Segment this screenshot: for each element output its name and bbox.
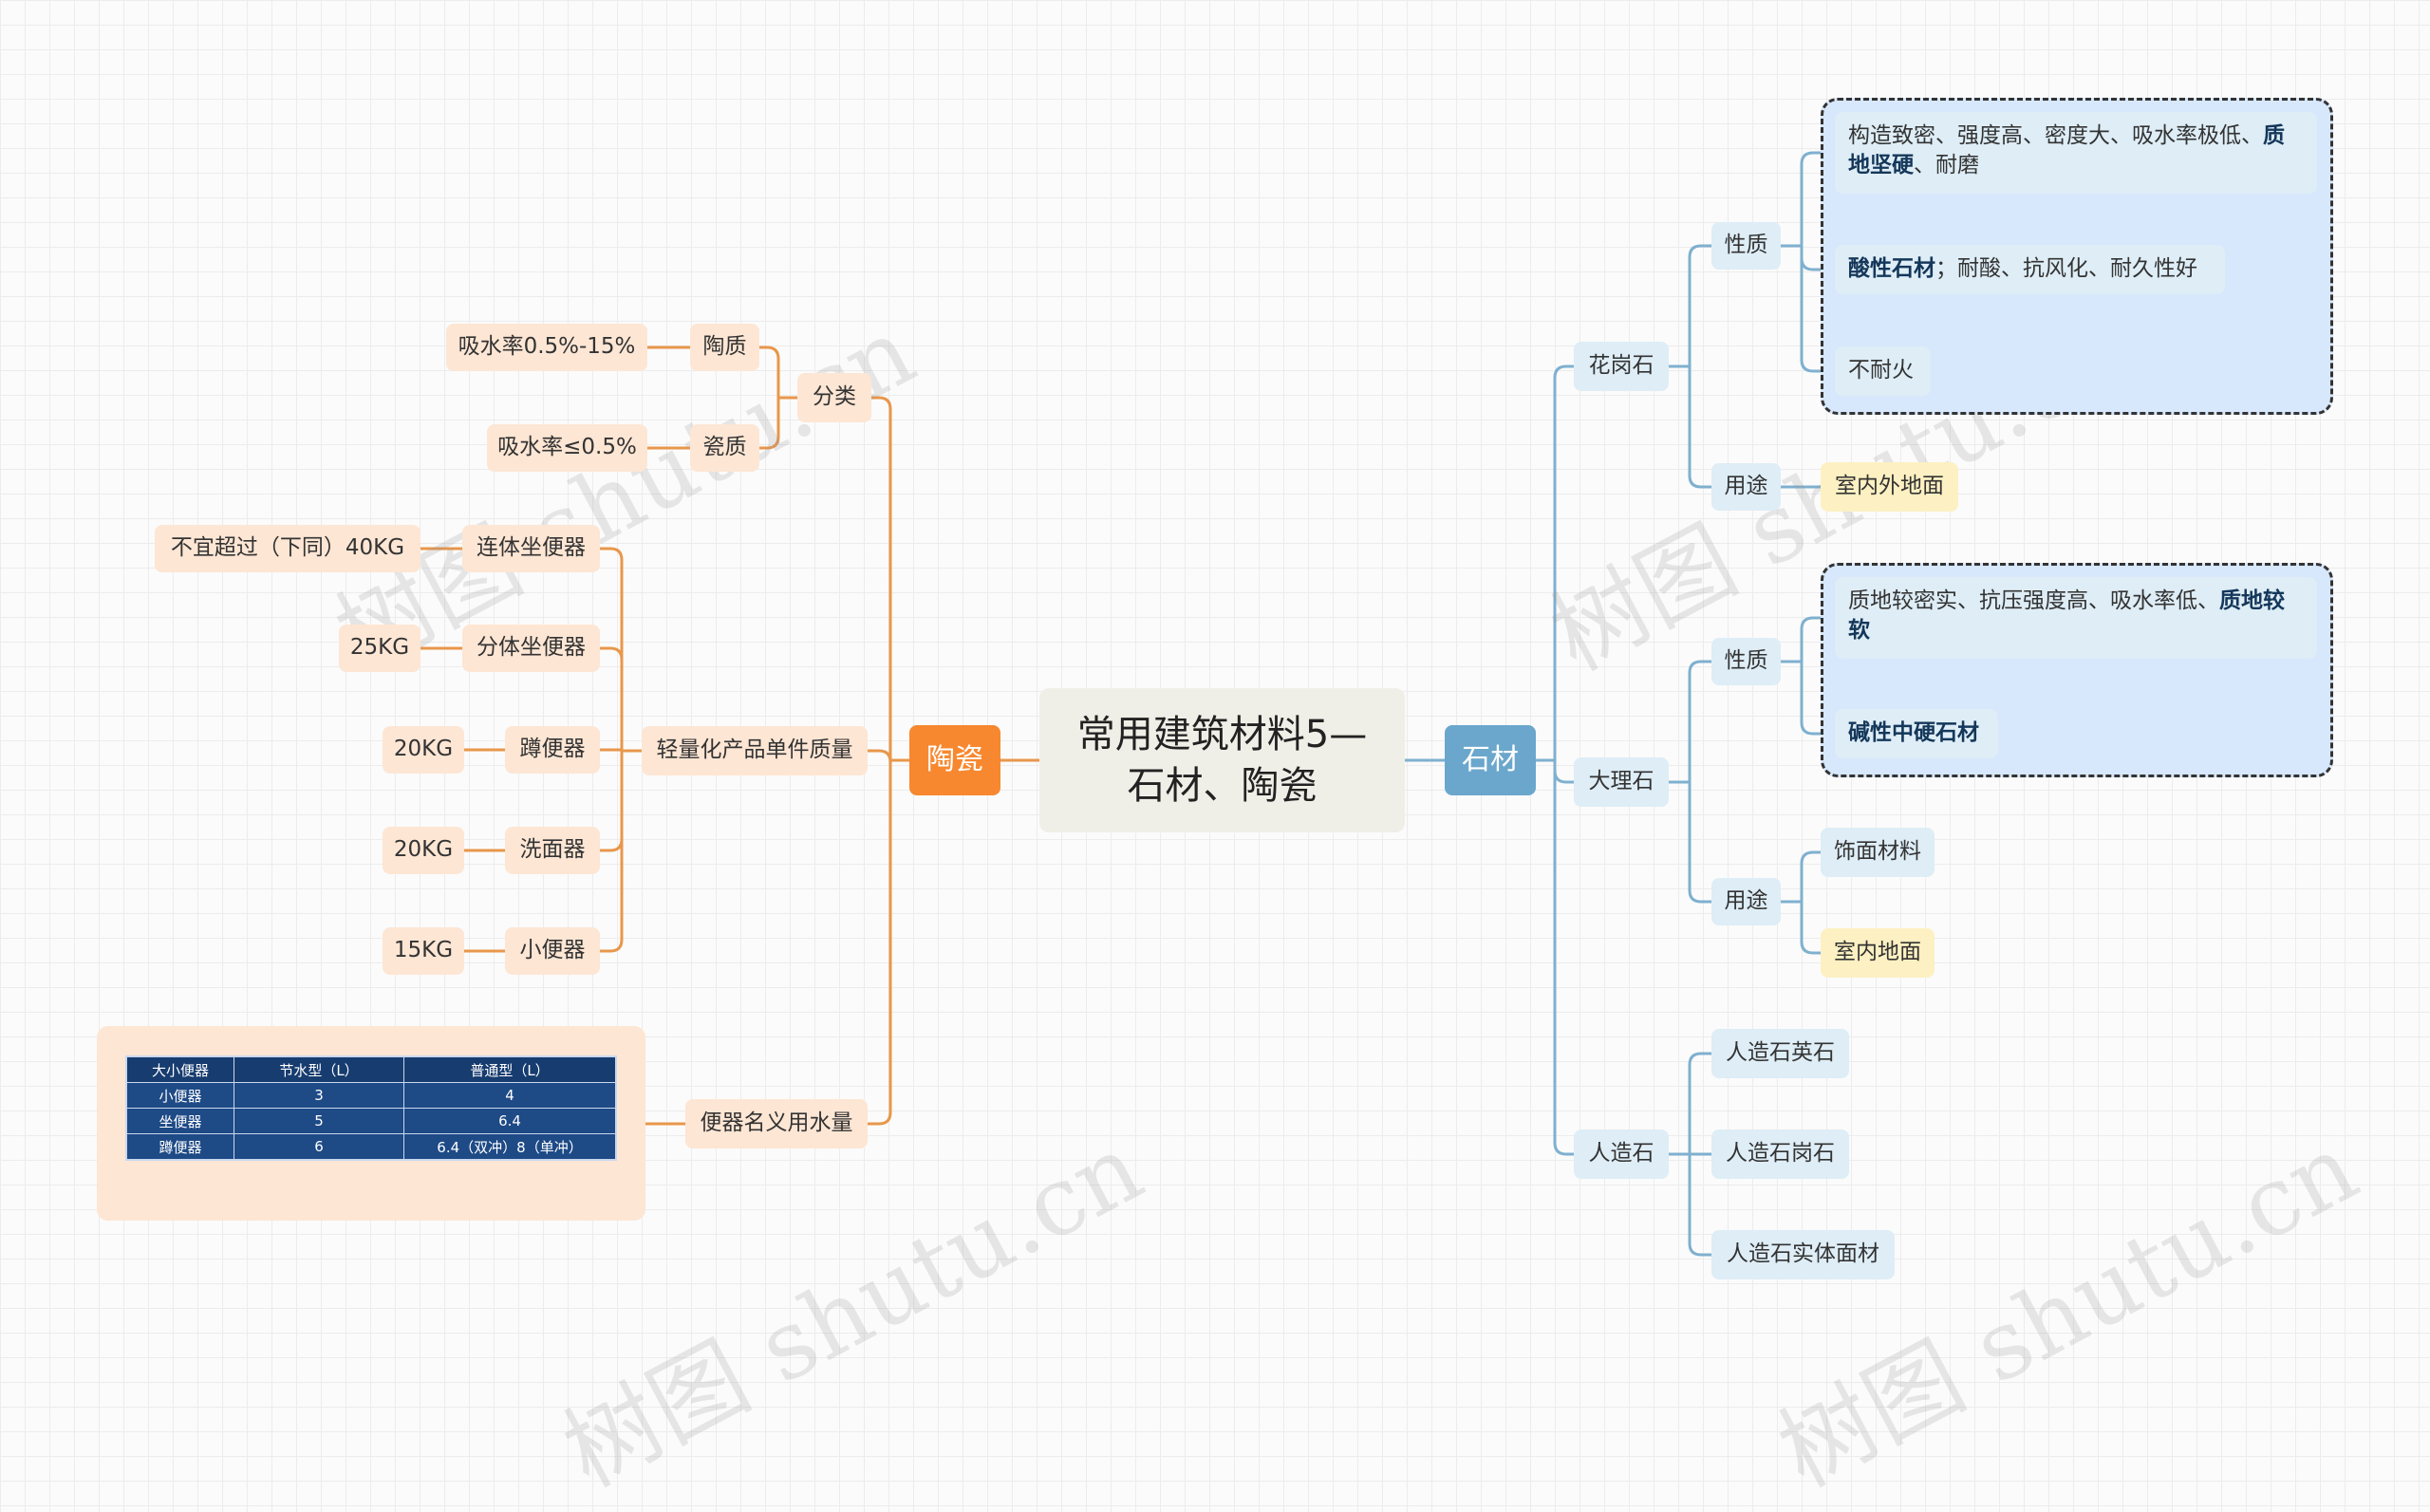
root-title-line1: 常用建筑材料5— [1076, 713, 1368, 756]
node-marble-property-2[interactable]: 碱性中硬石材 [1835, 709, 1998, 758]
connector [868, 396, 892, 760]
connector [600, 751, 624, 953]
bold-text: 碱性中硬石材 [1848, 720, 1979, 746]
node-pottery[interactable]: 陶质 [690, 324, 759, 371]
connector [1800, 151, 1835, 246]
node-granite[interactable]: 花岗石 [1574, 342, 1669, 391]
text-part: 、耐磨 [1914, 153, 1979, 178]
table-cell: 小便器 [125, 1082, 234, 1109]
table-cell: 6.4（双冲）8（单冲） [403, 1133, 617, 1161]
table-cell: 6.4 [403, 1108, 617, 1134]
table-cell: 坐便器 [125, 1108, 234, 1134]
node-artificial-item[interactable]: 人造石岗石 [1711, 1129, 1849, 1179]
branch-ceramics[interactable]: 陶瓷 [909, 725, 1000, 795]
node-marble-property[interactable]: 性质 [1711, 638, 1781, 685]
node-weight-item[interactable]: 蹲便器 [505, 726, 600, 774]
connector [759, 398, 780, 450]
connector [600, 547, 624, 751]
node-marble[interactable]: 大理石 [1574, 757, 1669, 807]
node-pottery-detail[interactable]: 吸水率0.5%-15% [446, 324, 647, 371]
connector [759, 345, 780, 398]
connector [868, 760, 892, 1126]
table-row: 小便器 3 4 [125, 1082, 617, 1109]
node-granite-property-1[interactable]: 构造致密、强度高、密度大、吸水率极低、质地坚硬、耐磨 [1835, 112, 2317, 194]
node-porcelain-detail[interactable]: 吸水率≤0.5% [487, 424, 647, 472]
text-part: ；耐酸、抗风化、耐久性好 [1935, 256, 2197, 282]
node-weight-detail[interactable]: 20KG [383, 726, 464, 774]
connector [1553, 364, 1574, 760]
connector [1800, 616, 1835, 662]
node-granite-use[interactable]: 用途 [1711, 463, 1781, 511]
node-marble-property-1[interactable]: 质地较密实、抗压强度高、吸水率低、质地较软 [1835, 577, 2317, 659]
table-row: 坐便器 5 6.4 [125, 1108, 617, 1134]
node-weight-item[interactable]: 小便器 [505, 927, 600, 975]
node-porcelain[interactable]: 瓷质 [690, 424, 759, 472]
connector [1688, 244, 1711, 366]
table-cell: 6 [234, 1133, 404, 1161]
connector [1553, 760, 1574, 1156]
node-artificial-item[interactable]: 人造石英石 [1711, 1029, 1849, 1078]
node-weight-detail[interactable]: 20KG [383, 827, 464, 874]
connector [1688, 1154, 1711, 1257]
connector [1800, 902, 1821, 955]
connector [1688, 782, 1711, 904]
bold-text: 质地较软 [1848, 588, 2285, 644]
connector [600, 646, 624, 751]
table-cell: 5 [234, 1108, 404, 1134]
connector [1800, 850, 1821, 902]
node-water-usage[interactable]: 便器名义用水量 [685, 1099, 868, 1148]
connector [1688, 660, 1711, 782]
node-weight-item[interactable]: 连体坐便器 [462, 525, 600, 572]
node-weight-item[interactable]: 分体坐便器 [462, 625, 600, 672]
node-granite-property[interactable]: 性质 [1711, 222, 1781, 270]
connector-lines [421, 151, 1835, 1257]
text-part: 质地较密实、抗压强度高、吸水率低、 [1848, 588, 2219, 613]
node-classification[interactable]: 分类 [797, 373, 871, 422]
table-row: 蹲便器 6 6.4（双冲）8（单冲） [125, 1133, 617, 1161]
node-weight-detail[interactable]: 不宜超过（下同）40KG [155, 525, 421, 572]
node-weight-detail[interactable]: 15KG [383, 927, 464, 975]
node-marble-use-item[interactable]: 室内地面 [1821, 928, 1935, 978]
connector [1800, 662, 1835, 736]
connector [1688, 1052, 1711, 1154]
bold-text: 酸性石材 [1848, 256, 1935, 282]
bold-text: 质地坚硬 [1848, 123, 2285, 178]
table-header-cell: 普通型（L） [403, 1055, 617, 1083]
text: 质地较密实、抗压强度高、吸水率低、质地较软 [1848, 587, 2304, 645]
connector [1553, 760, 1574, 784]
mind-map-canvas: 树图 shutu.cn 树图 shutu.cn 树图 shutu.cn 树图 s… [97, 98, 2374, 1508]
table-cell: 4 [403, 1082, 617, 1109]
branch-stone[interactable]: 石材 [1445, 725, 1536, 795]
table-cell: 蹲便器 [125, 1133, 234, 1161]
node-granite-property-3[interactable]: 不耐火 [1835, 346, 1931, 396]
table-header-cell: 节水型（L） [234, 1055, 404, 1083]
node-marble-use[interactable]: 用途 [1711, 878, 1781, 925]
table-header-cell: 大小便器 [125, 1055, 234, 1083]
table-header-row: 大小便器 节水型（L） 普通型（L） [125, 1055, 617, 1083]
text: 构造致密、强度高、密度大、吸水率极低、质地坚硬、耐磨 [1848, 121, 2304, 180]
node-artificial-stone[interactable]: 人造石 [1574, 1129, 1669, 1179]
node-weight-item[interactable]: 洗面器 [505, 827, 600, 874]
node-granite-property-2[interactable]: 酸性石材；耐酸、抗风化、耐久性好 [1835, 245, 2225, 294]
node-weight-detail[interactable]: 25KG [339, 625, 421, 672]
connector [1800, 246, 1835, 373]
root-title-line2: 石材、陶瓷 [1127, 764, 1318, 808]
node-weight[interactable]: 轻量化产品单件质量 [642, 726, 868, 775]
table-cell: 3 [234, 1082, 404, 1109]
node-artificial-item[interactable]: 人造石实体面材 [1711, 1230, 1895, 1279]
connector [868, 749, 892, 763]
connector [600, 751, 624, 852]
water-usage-table: 大小便器 节水型（L） 普通型（L） 小便器 3 4 坐便器 5 6.4 蹲便器… [125, 1055, 617, 1161]
connector [1688, 366, 1711, 489]
text-part: 构造致密、强度高、密度大、吸水率极低、 [1848, 123, 2263, 148]
root-topic[interactable]: 常用建筑材料5— 石材、陶瓷 [1039, 688, 1405, 832]
node-marble-use-item[interactable]: 饰面材料 [1821, 828, 1935, 877]
node-granite-use-item[interactable]: 室内外地面 [1821, 462, 1958, 512]
